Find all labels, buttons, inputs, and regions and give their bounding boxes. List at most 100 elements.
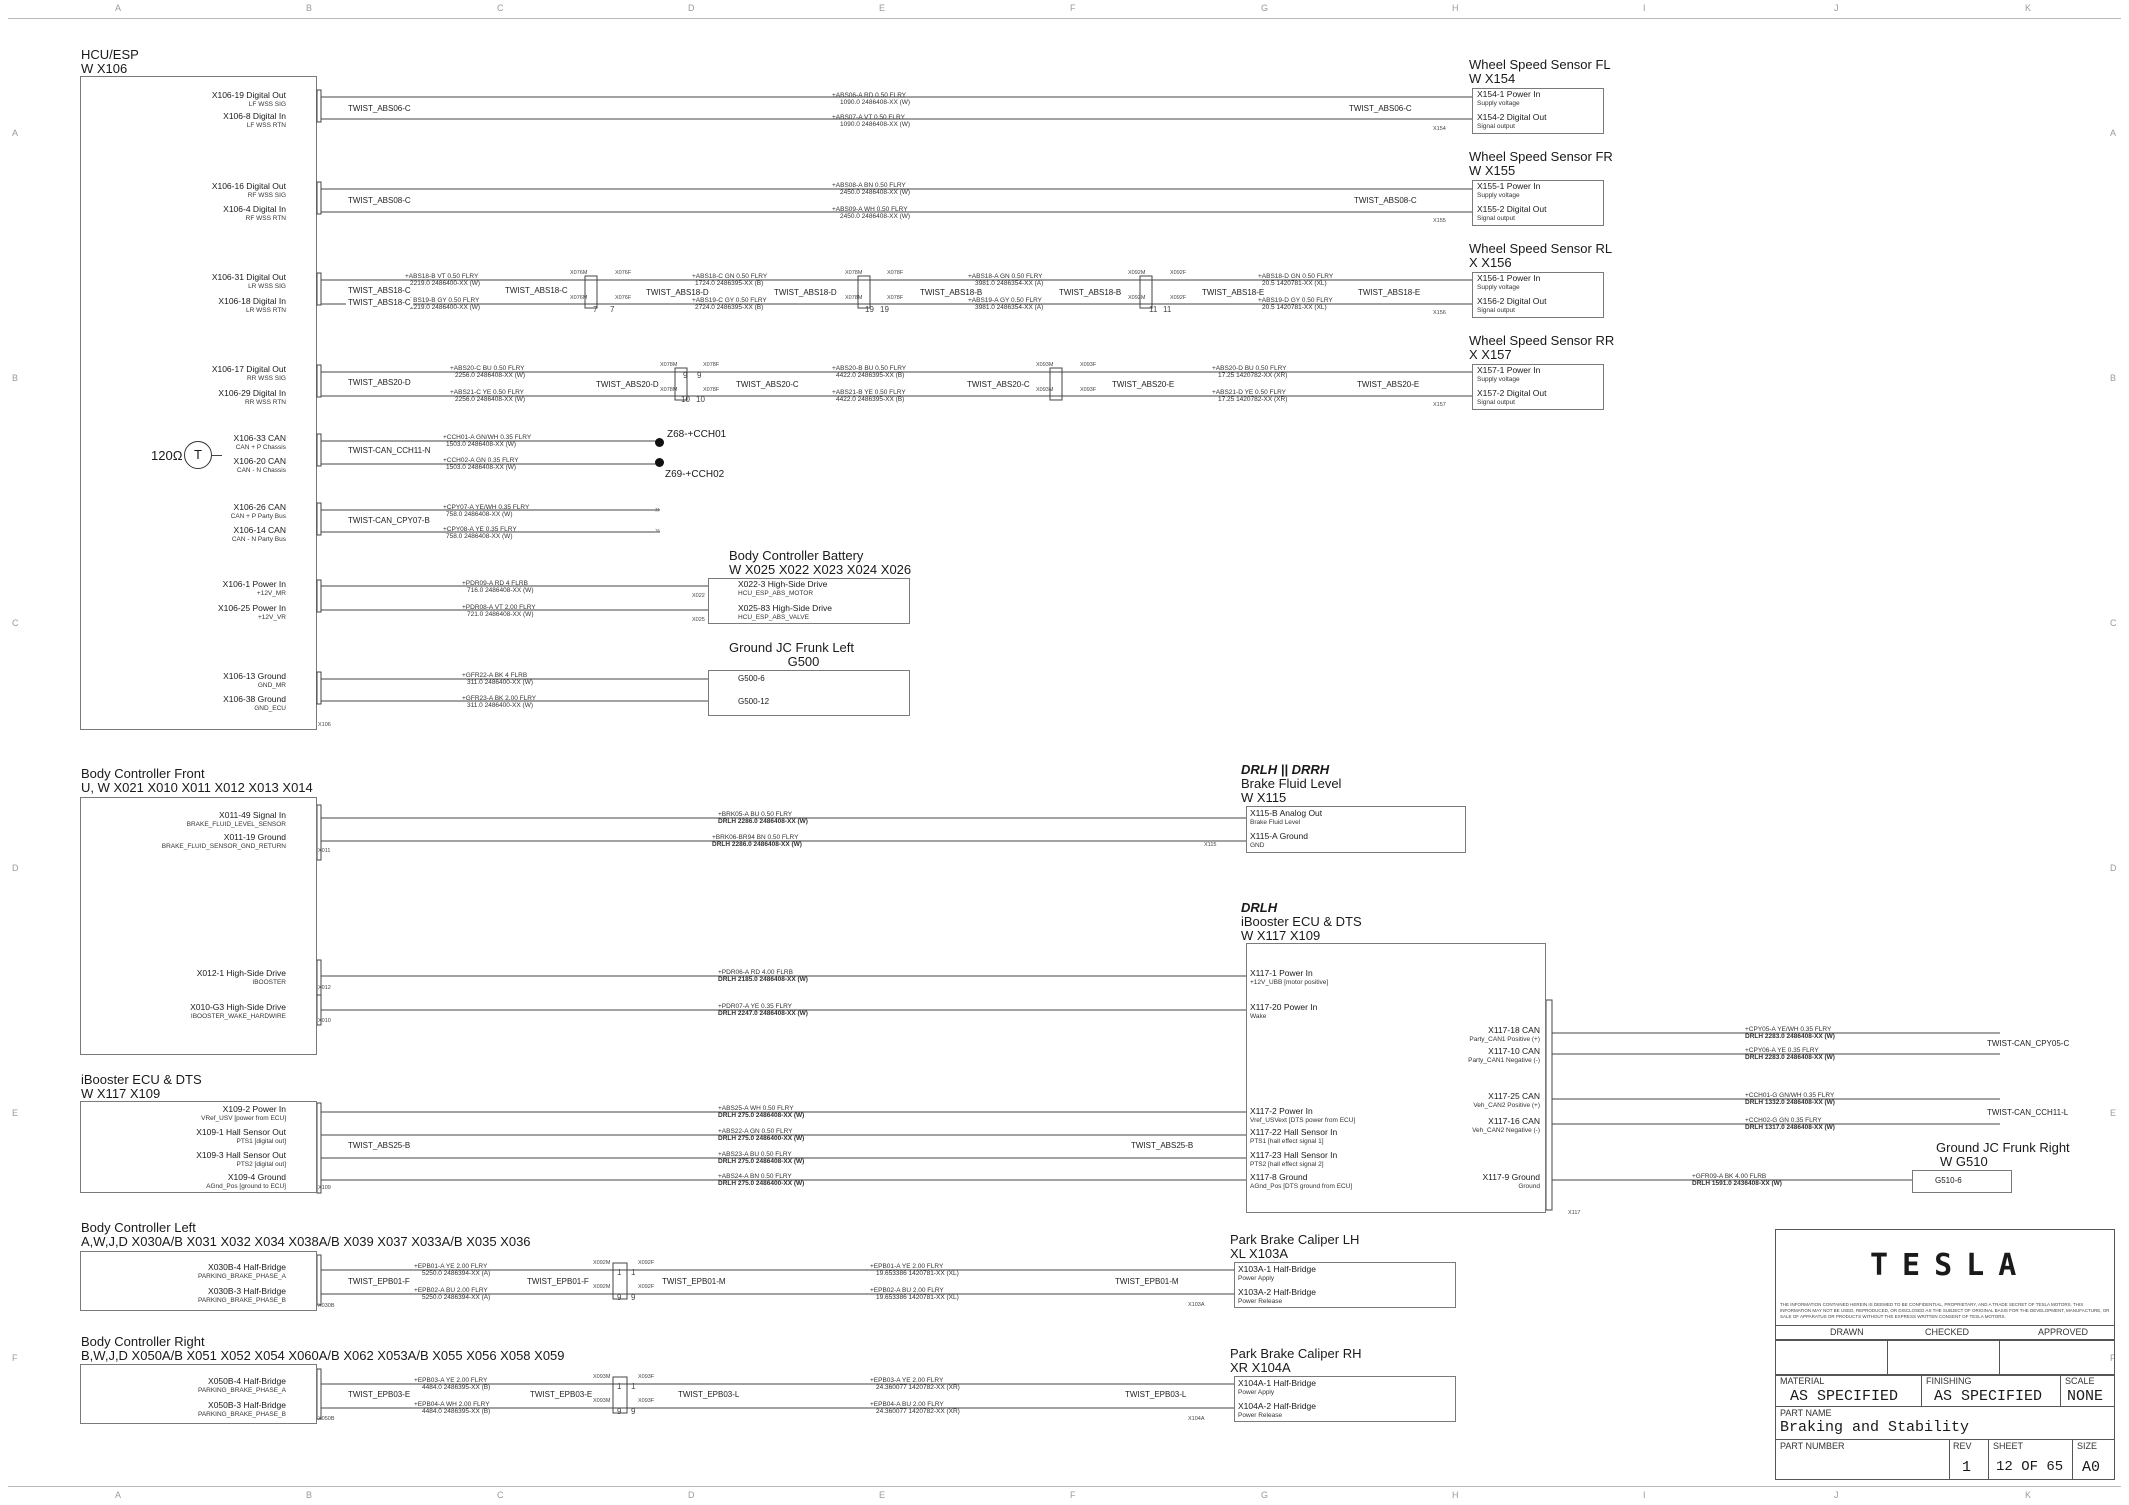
wire-spec-epb02-r: 19.653386 1420781-XX (XL)	[876, 1294, 959, 1301]
wire-spec-cpy07: 758.0 2486408-XX (W)	[446, 511, 513, 518]
wire-spec-epb01-l: 5250.0 2486394-XX (A)	[422, 1270, 491, 1277]
bcl-pin-0-signal: PARKING_BRAKE_PHASE_A	[197, 1273, 286, 1280]
bcf-pin-3-signal: IBOOSTER_WAKE_HARDWIRE	[190, 1013, 286, 1020]
sheet-value: 12 OF 65	[1996, 1459, 2064, 1475]
wire-label-gfr09: +GFR09-A BK 4.00 FLRB	[1692, 1173, 1767, 1180]
ibdts-pin-0-number: X117-1 Power In	[1250, 968, 1313, 978]
finishing-label: FINISHING	[1926, 1376, 1972, 1386]
pin-number-1d: 1	[631, 1382, 636, 1391]
hcu-pin-10-number: X106-26 CAN	[233, 502, 286, 512]
bcf-box[interactable]	[80, 797, 317, 1055]
checked-cell	[1887, 1340, 2000, 1375]
bcf-connector-x010: X010	[318, 1018, 331, 1024]
grid-bottom-D: D	[688, 1490, 695, 1500]
partname-label: PART NAME	[1780, 1408, 1832, 1418]
wss-3-pin-1-signal: Supply voltage	[1477, 376, 1520, 383]
ibdts-pin-4-number: X117-23 Hall Sensor In	[1250, 1150, 1338, 1160]
wire-label-abs20d: +ABS20-D BU 0.50 FLRY	[1212, 365, 1287, 372]
wire-label-cpy07: +CPY07-A YE/WH 0.35 FLRY	[443, 504, 530, 511]
bcb-box[interactable]	[708, 578, 910, 624]
bfl-box[interactable]	[1246, 806, 1466, 853]
iblt-connector-tab	[316, 1102, 322, 1194]
bfl-title: Brake Fluid Level	[1241, 776, 1342, 791]
wire-spec-abs23: DRLH 275.0 2486408-XX (W)	[718, 1158, 805, 1165]
wire-label-gfr23: +GFR23-A BK 2.00 FLRY	[462, 695, 537, 702]
bcl-connector-tab	[316, 1254, 322, 1306]
iblt-box[interactable]	[80, 1101, 317, 1193]
gjfr-box[interactable]	[1912, 1170, 2012, 1193]
bcl-box[interactable]	[80, 1251, 317, 1311]
bcr-box[interactable]	[80, 1364, 317, 1424]
wire-spec-pdr06: DRLH 2185.0 2486408-XX (W)	[718, 976, 808, 983]
grid-right-F: F	[2110, 1353, 2116, 1363]
grid-top-I: I	[1643, 3, 1646, 13]
wss-0-box[interactable]	[1472, 88, 1604, 134]
wss-3-connector: X X157	[1469, 347, 1512, 362]
bcf-connector-x012: X012	[318, 985, 331, 991]
wire-spec-brk06: DRLH 2286.0 2486408-XX (W)	[712, 841, 802, 848]
wss-2-pin-1-signal: Supply voltage	[1477, 284, 1520, 291]
gjfl-box[interactable]	[708, 670, 910, 716]
hcu-pin-9-signal: CAN - N Chassis	[236, 467, 286, 474]
bfl-title-block: DRLH || DRRH Brake Fluid Level W X115	[1241, 763, 1341, 805]
terminator-symbol[interactable]: T	[184, 441, 212, 469]
pblh-box[interactable]	[1234, 1262, 1456, 1308]
pin-number-1b: 1	[631, 1268, 636, 1277]
wss-2-box[interactable]	[1472, 272, 1604, 318]
iblt-pin-3-number: X109-4 Ground	[227, 1172, 286, 1182]
ibdts-box[interactable]	[1246, 943, 1546, 1213]
wire-label-abs21d: +ABS21-D YE 0.50 FLRY	[1212, 389, 1287, 396]
wss-1-box[interactable]	[1472, 180, 1604, 226]
wire-spec-abs06: 1090.0 2486408-XX (W)	[840, 99, 911, 106]
wire-spec-abs19b: 2219.0 2486400-XX (W)	[410, 304, 481, 311]
pin-number-9b: 9	[697, 371, 702, 380]
pin-number-9b-l: 9	[631, 1293, 636, 1302]
wire-label-abs25: +ABS25-A WH 0.50 FLRY	[718, 1105, 794, 1112]
connector-x092m-l-2: X092M	[593, 1284, 611, 1290]
bcf-pin-2-signal: IBOOSTER	[252, 979, 286, 986]
hcu-pin-6-signal: RR WSS SIG	[246, 375, 286, 382]
bcr-inline-connector	[612, 1376, 628, 1414]
wire-spec-abs21c: 2256.0 2486408-XX (W)	[455, 396, 526, 403]
splice-z68-label: Z68-+CCH01	[667, 429, 727, 440]
wire-spec-cch02g: DRLH 1317.0 2486408-XX (W)	[1745, 1124, 1835, 1131]
hcu-esp-box[interactable]	[80, 76, 317, 730]
twist-label-rl-3: TWIST_ABS18-C	[503, 286, 570, 295]
hcu-connector-tab-3	[316, 364, 322, 398]
pbrh-box[interactable]	[1234, 1376, 1456, 1422]
hcu-pin-7-number: X106-29 Digital In	[218, 388, 286, 398]
wss-3-box[interactable]	[1472, 364, 1604, 410]
wire-spec-abs25: DRLH 275.0 2486408-XX (W)	[718, 1112, 805, 1119]
hcu-pin-5-number: X106-18 Digital In	[218, 296, 286, 306]
splice-z69[interactable]	[655, 458, 664, 467]
bcf-pin-0-signal: BRAKE_FLUID_LEVEL_SENSOR	[186, 821, 286, 828]
finishing-value: AS SPECIFIED	[1934, 1388, 2043, 1405]
twist-label-rl-9: TWIST_ABS18-E	[1356, 288, 1423, 297]
connector-x078m-rr: X078M	[660, 362, 678, 368]
grid-top-H: H	[1452, 3, 1459, 13]
wire-label-abs19d: +ABS19-D GY 0.50 FLRY	[1258, 297, 1333, 304]
grid-top-C: C	[497, 3, 504, 13]
connector-x078f-label-2: X078F	[887, 295, 904, 301]
splice-z68[interactable]	[655, 438, 664, 447]
hcu-connector-tab-7	[316, 671, 322, 705]
wire-label-abs20c: +ABS20-C BU 0.50 FLRY	[450, 365, 525, 372]
twist-label-rl-8: TWIST_ABS18-E	[1200, 288, 1267, 297]
rev-label: REV	[1953, 1441, 1972, 1451]
bcl-pin-1-signal: PARKING_BRAKE_PHASE_B	[197, 1297, 286, 1304]
